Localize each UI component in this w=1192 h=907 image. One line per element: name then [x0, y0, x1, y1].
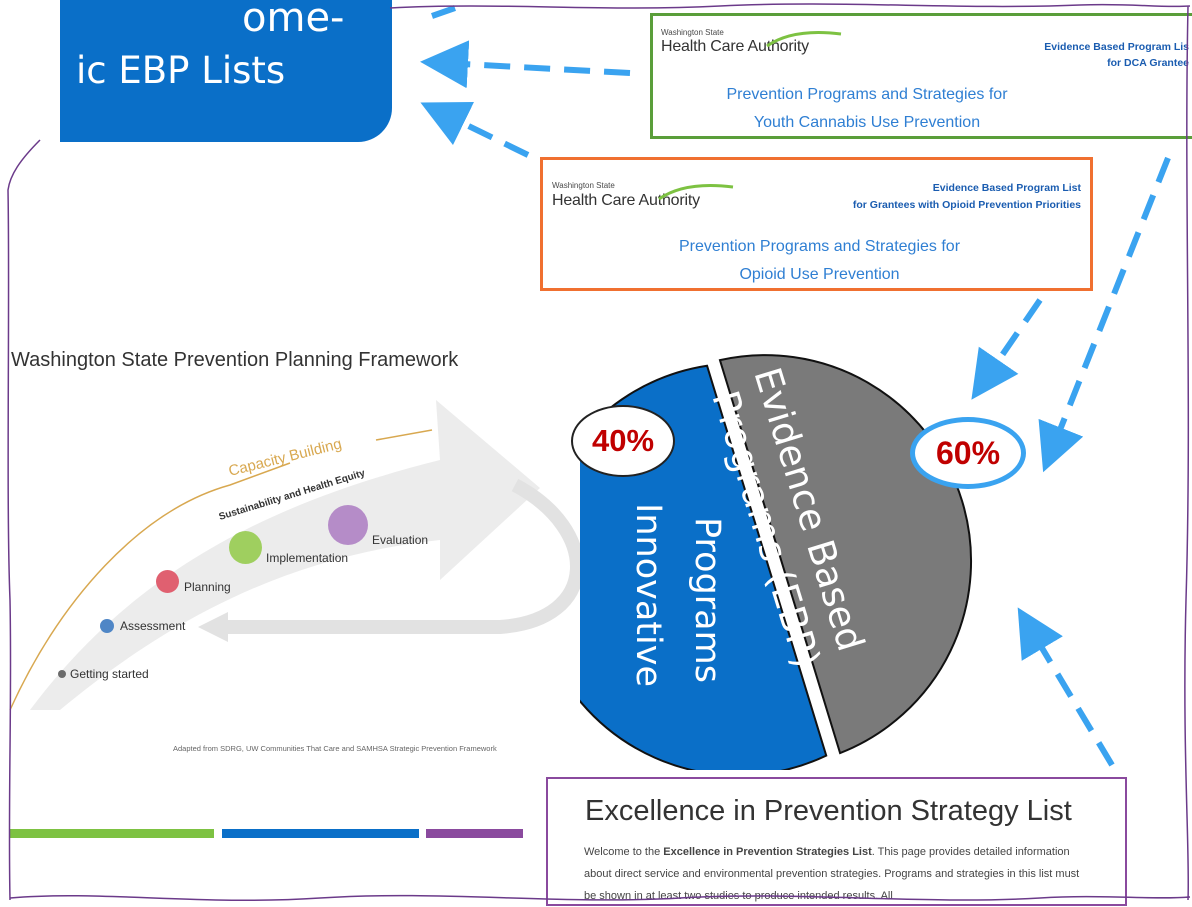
ebp-percent-badge: 60%: [910, 417, 1026, 489]
stripe-purple: [426, 829, 523, 838]
opioid-ebp-card: Washington State Health Care Authority E…: [540, 157, 1093, 291]
cannabis-ebp-card: Washington State Health Care Authority E…: [650, 13, 1192, 139]
arrow-opioid-to-box: [420, 101, 530, 158]
capacity-line-end: [375, 429, 433, 441]
arrow-excellence-to-pie: [1017, 607, 1115, 767]
cannabis-card-subtitle: Prevention Programs and Strategies for Y…: [653, 81, 1081, 137]
framework-source-note: Adapted from SDRG, UW Communities That C…: [173, 744, 497, 753]
hca-logo-state: Washington State: [661, 28, 724, 37]
arrow-cannabis-to-box: [420, 40, 631, 89]
evaluation-dot: [328, 505, 368, 545]
opioid-subtitle-line1: Prevention Programs and Strategies for: [678, 238, 961, 255]
stage-evaluation: Evaluation: [372, 533, 429, 547]
innovative-label-line2: Programs: [687, 517, 727, 683]
planning-dot: [156, 570, 179, 593]
opioid-subtitle-line2: Opioid Use Prevention: [739, 266, 900, 283]
excellence-body-bold: Excellence in Prevention Strategies List: [663, 846, 872, 858]
stage-planning: Planning: [184, 580, 231, 594]
getting-started-dot: [58, 670, 66, 678]
hca-swoosh-icon: [658, 184, 734, 201]
assessment-dot: [100, 619, 114, 633]
cannabis-list-title-1: Evidence Based Program Lis: [1044, 41, 1189, 53]
ebp-lists-box: ome- ic EBP Lists: [60, 0, 392, 142]
hca-swoosh-icon: [766, 31, 842, 48]
arrow-to-top-box: [431, 5, 456, 19]
stripe-green: [10, 829, 214, 838]
innovative-label-line1: Innovative: [628, 503, 668, 687]
framework-title: Washington State Prevention Planning Fra…: [11, 349, 459, 371]
excellence-body-prefix: Welcome to the: [584, 846, 664, 858]
implementation-dot: [229, 531, 262, 564]
excellence-body: Welcome to the Excellence in Prevention …: [584, 841, 1084, 904]
stage-assessment: Assessment: [120, 619, 186, 633]
cannabis-subtitle-line2: Youth Cannabis Use Prevention: [753, 114, 981, 131]
opioid-list-title-1: Evidence Based Program List: [932, 182, 1081, 194]
capacity-building-label: Capacity Building: [227, 435, 344, 480]
innovative-percent-badge: 40%: [571, 405, 675, 477]
stripe-blue: [222, 829, 419, 838]
stage-getting-started: Getting started: [70, 667, 149, 681]
framework-graphic: Capacity Building Sustainability and Hea…: [9, 400, 584, 711]
ebp-pie-chart: Innovative Programs Evidence Based Progr…: [580, 354, 973, 770]
cannabis-list-title-2: for DCA Grantee: [1107, 57, 1189, 69]
excellence-list-box: Excellence in Prevention Strategy List W…: [546, 777, 1127, 906]
hca-logo-state: Washington State: [552, 181, 615, 190]
cannabis-subtitle-line1: Prevention Programs and Strategies for: [726, 86, 1008, 103]
excellence-title: Excellence in Prevention Strategy List: [585, 795, 1072, 827]
feedback-arrow-head: [198, 612, 228, 642]
opioid-card-subtitle: Prevention Programs and Strategies for O…: [543, 233, 1096, 289]
stage-implementation: Implementation: [266, 551, 349, 565]
ebp-lists-title-line2: ic EBP Lists: [76, 49, 286, 92]
opioid-list-title-2: for Grantees with Opioid Prevention Prio…: [852, 199, 1081, 211]
ebp-lists-title-line1: ome-: [242, 0, 345, 41]
